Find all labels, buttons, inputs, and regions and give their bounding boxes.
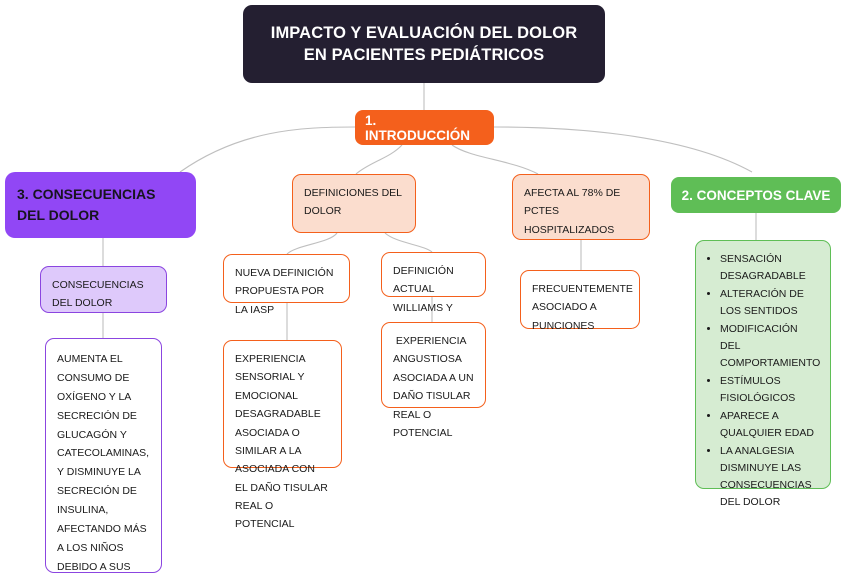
- node-introduccion-label: 1. INTRODUCCIÓN: [365, 112, 470, 143]
- node-definiciones-del-dolor-label: DEFINICIONES DEL DOLOR: [304, 187, 402, 218]
- node-introduccion[interactable]: 1. INTRODUCCIÓN: [355, 110, 494, 145]
- node-definiciones-del-dolor[interactable]: DEFINICIONES DEL DOLOR: [292, 174, 416, 233]
- conceptos-bullet-list: SENSACIÓN DESAGRADABLE ALTERACIÓN DE LOS…: [702, 251, 820, 511]
- node-consecuencias-child[interactable]: CONSECUENCIAS DEL DOLOR: [40, 266, 167, 313]
- edge-intro-to-conceptos: [493, 126, 753, 173]
- edge-definiciones-to-williams: [384, 232, 433, 253]
- node-consecuencias-del-dolor[interactable]: 3. CONSECUENCIAS DEL DOLOR: [5, 172, 196, 238]
- node-afecta-78-porciento[interactable]: AFECTA AL 78% DE PCTES HOSPITALIZADOS: [512, 174, 650, 240]
- node-conceptos-clave[interactable]: 2. CONCEPTOS CLAVE: [671, 177, 841, 213]
- node-iasp-detail-label: EXPERIENCIA SENSORIAL Y EMOCIONAL DESAGR…: [235, 353, 328, 531]
- edge-intro-to-definiciones: [355, 144, 403, 175]
- node-consecuencias-child-label: CONSECUENCIAS DEL DOLOR: [52, 279, 144, 310]
- node-definicion-actual-williams-craig[interactable]: DEFINICIÓN ACTUAL WILLIAMS Y CRAIG: [381, 252, 486, 332]
- root-title-label: IMPACTO Y EVALUACIÓN DEL DOLOR EN PACIEN…: [270, 23, 578, 64]
- node-williams-craig-detail[interactable]: EXPERIENCIA ANGUSTIOSA ASOCIADA A UN DAÑ…: [381, 322, 486, 439]
- list-item: APARECE A QUALQUIER EDAD: [720, 408, 820, 442]
- node-williams-craig-detail-label: EXPERIENCIA ANGUSTIOSA ASOCIADA A UN DAÑ…: [393, 335, 477, 439]
- list-item: ESTÍMULOS FISIOLÓGICOS: [720, 373, 820, 407]
- node-frecuentemente-asociado-punciones-label: FRECUENTEMENTE ASOCIADO A PUNCIONES: [532, 283, 633, 332]
- edge-definiciones-to-iasp: [286, 232, 338, 255]
- list-item: MODIFICACIÓN DEL COMPORTAMIENTO: [720, 321, 820, 372]
- node-consecuencias-detail-label: AUMENTA EL CONSUMO DE OXÍGENO Y LA SECRE…: [57, 353, 149, 581]
- root-title-node: IMPACTO Y EVALUACIÓN DEL DOLOR EN PACIEN…: [243, 5, 605, 83]
- node-frecuentemente-asociado-punciones[interactable]: FRECUENTEMENTE ASOCIADO A PUNCIONES: [520, 270, 640, 332]
- list-item: ALTERACIÓN DE LOS SENTIDOS: [720, 286, 820, 320]
- list-item: LA ANALGESIA DISMINUYE LAS CONSECUENCIAS…: [720, 443, 820, 511]
- edge-intro-to-consecuencias: [179, 126, 356, 173]
- node-conceptos-clave-label: 2. CONCEPTOS CLAVE: [681, 187, 831, 203]
- node-nueva-definicion-iasp-label: NUEVA DEFINICIÓN PROPUESTA POR LA IASP: [235, 267, 334, 316]
- node-iasp-detail[interactable]: EXPERIENCIA SENSORIAL Y EMOCIONAL DESAGR…: [223, 340, 342, 530]
- edge-intro-to-afecta: [451, 144, 539, 175]
- list-item: SENSACIÓN DESAGRADABLE: [720, 251, 820, 285]
- node-conceptos-clave-bullets[interactable]: SENSACIÓN DESAGRADABLE ALTERACIÓN DE LOS…: [695, 240, 831, 508]
- node-consecuencias-del-dolor-label: 3. CONSECUENCIAS DEL DOLOR: [17, 186, 156, 223]
- node-consecuencias-detail[interactable]: AUMENTA EL CONSUMO DE OXÍGENO Y LA SECRE…: [45, 338, 162, 581]
- node-afecta-78-porciento-label: AFECTA AL 78% DE PCTES HOSPITALIZADOS: [524, 187, 621, 236]
- node-nueva-definicion-iasp[interactable]: NUEVA DEFINICIÓN PROPUESTA POR LA IASP: [223, 254, 350, 316]
